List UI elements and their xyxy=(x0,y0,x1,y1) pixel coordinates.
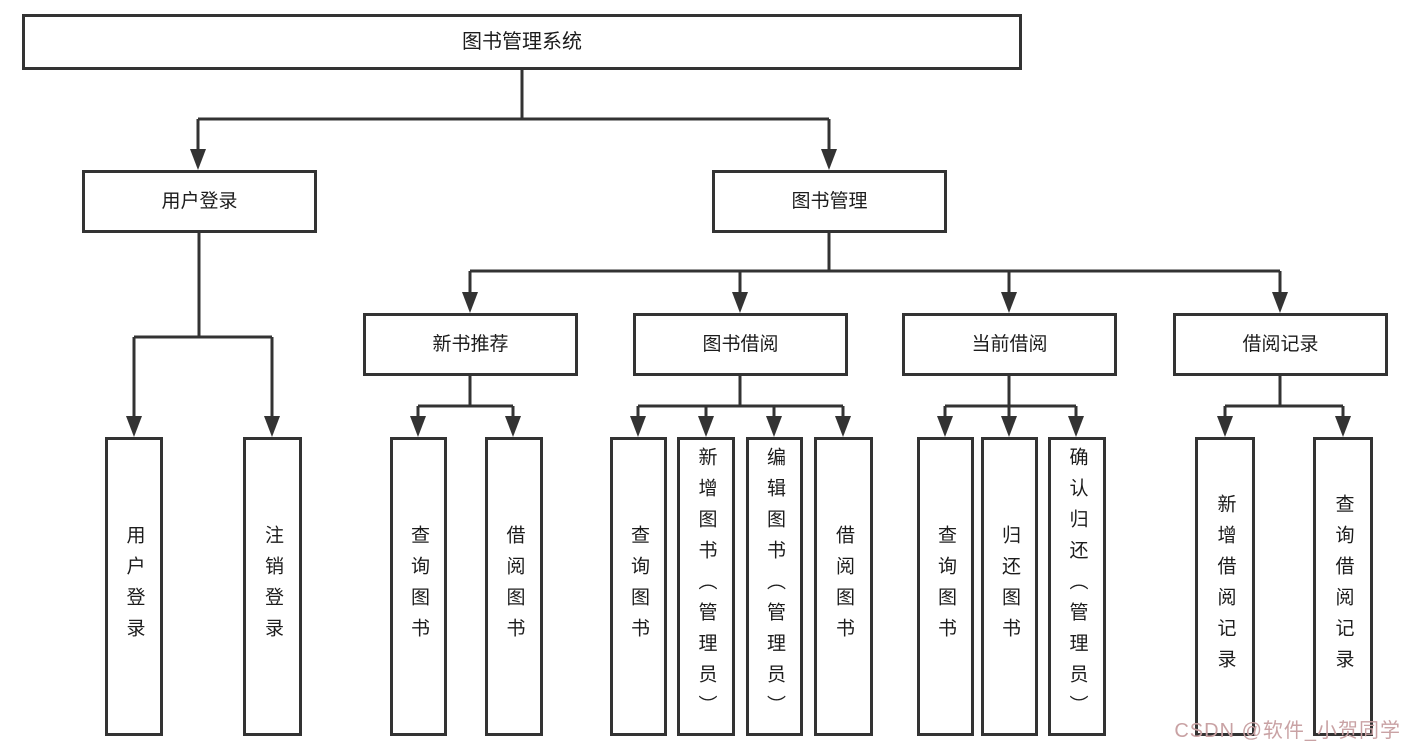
node-label: 注销登录 xyxy=(262,524,283,649)
node-label: 查询图书 xyxy=(408,524,429,649)
node-current-borrowing: 当前借阅 xyxy=(902,313,1117,376)
node-leaf-edit-books-admin: 编辑图书（管理员） xyxy=(746,437,803,736)
node-label: 图书借阅 xyxy=(702,334,779,355)
node-label: 用户登录 xyxy=(123,524,145,649)
node-label: 确认归还（管理员） xyxy=(1066,447,1088,726)
node-leaf-add-books-admin: 新增图书（管理员） xyxy=(677,437,735,736)
node-label: 新增图书（管理员） xyxy=(695,447,717,726)
node-label: 查询借阅记录 xyxy=(1332,493,1354,680)
node-label: 图书管理 xyxy=(791,191,868,212)
node-label: 借阅图书 xyxy=(833,524,854,649)
node-label: 新增借阅记录 xyxy=(1214,493,1236,680)
node-label: 编辑图书（管理员） xyxy=(764,447,785,726)
node-leaf-query-borrow-record: 查询借阅记录 xyxy=(1313,437,1373,736)
node-leaf-return-books: 归还图书 xyxy=(981,437,1038,736)
node-label: 图书管理系统 xyxy=(462,31,582,53)
node-leaf-logout: 注销登录 xyxy=(243,437,302,736)
node-label: 当前借阅 xyxy=(971,334,1048,355)
node-leaf-query-books-recommend: 查询图书 xyxy=(390,437,447,736)
node-label: 归还图书 xyxy=(999,524,1020,649)
node-book-borrowing: 图书借阅 xyxy=(633,313,848,376)
node-leaf-add-borrow-record: 新增借阅记录 xyxy=(1195,437,1255,736)
node-new-book-recommendation: 新书推荐 xyxy=(363,313,578,376)
node-leaf-borrow-books: 借阅图书 xyxy=(814,437,873,736)
node-book-management: 图书管理 xyxy=(712,170,947,233)
node-label: 借阅图书 xyxy=(503,524,525,649)
csdn-watermark: CSDN @软件_小贺同学 xyxy=(1174,720,1401,742)
node-library-management-system: 图书管理系统 xyxy=(22,14,1022,70)
node-label: 用户登录 xyxy=(161,191,238,212)
node-leaf-borrow-books-recommend: 借阅图书 xyxy=(485,437,543,736)
node-leaf-query-books-borrowing: 查询图书 xyxy=(610,437,667,736)
node-label: 查询图书 xyxy=(628,524,649,649)
node-borrowing-records: 借阅记录 xyxy=(1173,313,1388,376)
node-label: 查询图书 xyxy=(935,524,956,649)
node-label: 新书推荐 xyxy=(432,334,509,355)
node-user-login: 用户登录 xyxy=(82,170,317,233)
node-label: 借阅记录 xyxy=(1242,334,1319,355)
node-leaf-confirm-return-admin: 确认归还（管理员） xyxy=(1048,437,1106,736)
node-leaf-query-books-current: 查询图书 xyxy=(917,437,974,736)
node-leaf-user-login: 用户登录 xyxy=(105,437,163,736)
